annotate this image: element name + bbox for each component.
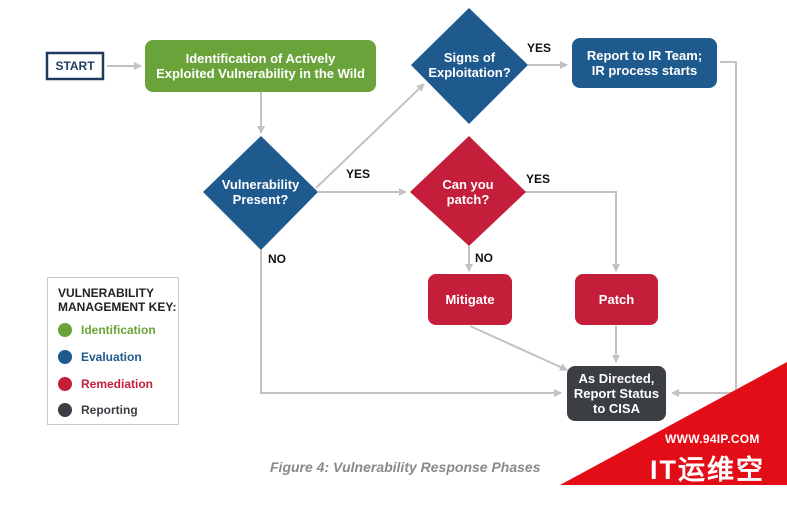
- signs-exploitation-node: [411, 8, 528, 124]
- legend-text-identification: Identification: [81, 323, 156, 337]
- watermark-url: WWW.94IP.COM: [665, 432, 760, 446]
- legend-item-reporting: Reporting: [58, 401, 138, 419]
- edge-report-ir-cisa: [671, 61, 737, 397]
- legend-dot-reporting: [58, 403, 72, 417]
- legend-dot-evaluation: [58, 350, 72, 364]
- legend-title: VULNERABILITY MANAGEMENT KEY:: [58, 286, 177, 314]
- report-ir-node: [572, 38, 717, 88]
- connectors: [107, 61, 737, 397]
- patch-yes-label: YES: [526, 172, 551, 186]
- legend-text-evaluation: Evaluation: [81, 350, 142, 364]
- start-label: START: [55, 59, 95, 73]
- legend-text-reporting: Reporting: [81, 403, 138, 417]
- identification-node: [145, 40, 376, 92]
- vuln-present-node: [203, 136, 318, 250]
- edge-canpatch-patch: [524, 191, 620, 272]
- legend-item-remediation: Remediation: [58, 375, 153, 393]
- vuln-yes-label: YES: [346, 167, 371, 181]
- edge-vuln-signs: [315, 83, 425, 189]
- legend-dot-identification: [58, 323, 72, 337]
- legend-dot-remediation: [58, 377, 72, 391]
- legend-item-identification: Identification: [58, 321, 156, 339]
- legend-box: VULNERABILITY MANAGEMENT KEY: Identifica…: [47, 277, 179, 425]
- edge-vuln-no-cisa: [260, 250, 562, 397]
- watermark-banner: [560, 362, 787, 485]
- flowchart-canvas: [45, 8, 787, 485]
- report-cisa-node: [567, 366, 666, 421]
- start-node: [45, 51, 105, 81]
- vuln-no-label: NO: [268, 252, 286, 266]
- mitigate-node: [428, 274, 512, 325]
- figure-caption: Figure 4: Vulnerability Response Phases: [270, 459, 541, 475]
- signs-yes-label: YES: [527, 41, 552, 55]
- legend-text-remediation: Remediation: [81, 377, 154, 391]
- legend-item-evaluation: Evaluation: [58, 348, 142, 366]
- watermark-text: IT运维空间: [650, 455, 765, 524]
- can-patch-node: [410, 136, 526, 246]
- edge-mitigate-cisa: [469, 325, 568, 371]
- flowchart-diagram: START Identification of Actively Exploit…: [45, 8, 787, 485]
- patch-node: [575, 274, 658, 325]
- patch-no-label: NO: [475, 251, 493, 265]
